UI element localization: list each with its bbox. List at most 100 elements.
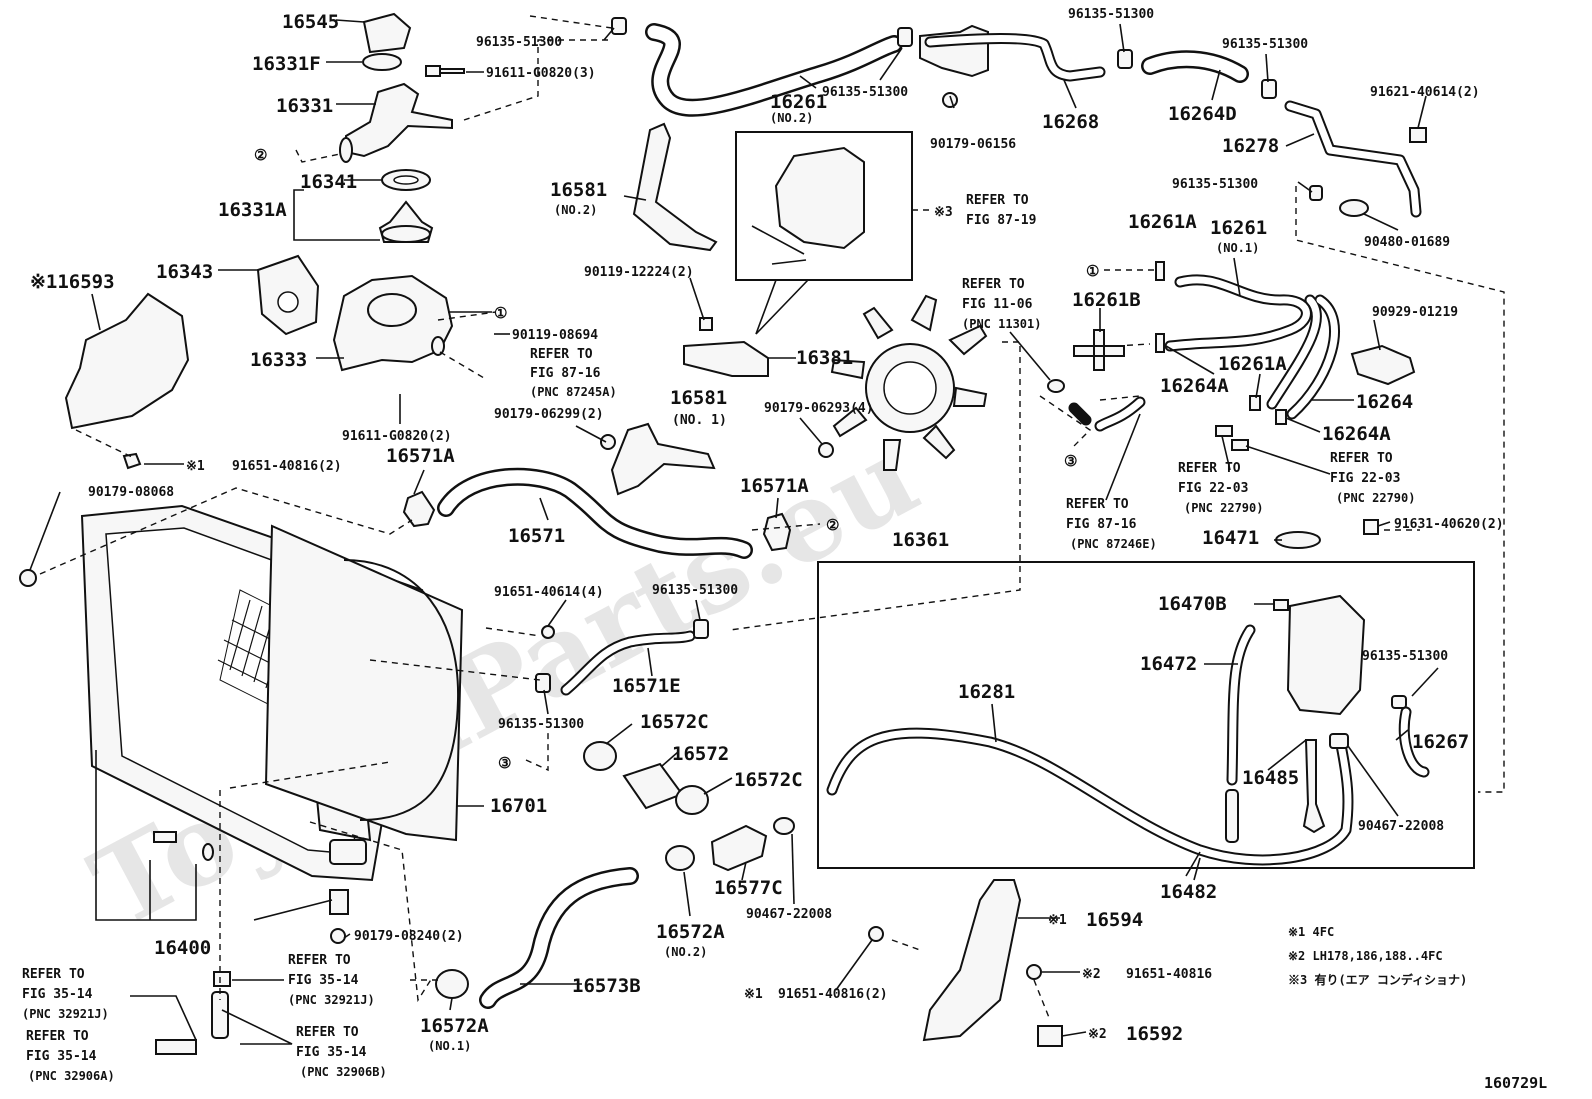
refer-35-14-j2-line1: REFER TO xyxy=(288,953,351,968)
bracket-16581-no2-shape xyxy=(632,122,718,252)
label-16264a-right: 16264A xyxy=(1322,423,1391,445)
clamp-16571a-right xyxy=(762,512,792,552)
cushion-90179-08240 xyxy=(329,889,349,915)
refer-87-16e-line3: (PNC 87246E) xyxy=(1070,537,1157,551)
circle-1-b: ① xyxy=(1086,262,1099,280)
clamp-90467-a xyxy=(1329,733,1349,749)
drain-cock-shape xyxy=(153,831,177,843)
bracket-16470b-shape xyxy=(1273,599,1289,611)
refer-35-14-a-line2: FIG 35-14 xyxy=(26,1049,97,1064)
label-96135-f: 96135-51300 xyxy=(652,583,738,598)
label-16572a-no2-sub: (NO.2) xyxy=(664,945,707,959)
dipstick-16485-shape xyxy=(1302,739,1326,834)
clamp-96135-f xyxy=(693,619,709,639)
refer-35-14-b-line3: (PNC 32906B) xyxy=(300,1065,387,1079)
reservoir-inset-box xyxy=(817,561,1475,869)
refer-35-14-j2-line2: FIG 35-14 xyxy=(288,973,359,988)
label-16581-no2: 16581 xyxy=(550,179,607,201)
label-90480-01689: 90480-01689 xyxy=(1364,235,1450,250)
label-16261-no1-sub: (NO.1) xyxy=(1216,241,1259,255)
label-16572a-no1-sub: (NO.1) xyxy=(428,1039,471,1053)
refer-87-16-line3: (PNC 87245A) xyxy=(530,385,617,399)
label-96135-b: 96135-51300 xyxy=(822,85,908,100)
label-90119-12224: 90119-12224(2) xyxy=(584,265,694,280)
label-16572a-no2: 16572A xyxy=(656,921,725,943)
refer-87-16e-line2: FIG 87-16 xyxy=(1066,517,1137,532)
label-116593: ※116593 xyxy=(30,271,115,293)
label-16331f: 16331F xyxy=(252,53,321,75)
label-16573b: 16573B xyxy=(572,975,641,997)
bolt-91651-c-shape xyxy=(868,926,884,942)
label-16331: 16331 xyxy=(276,95,333,117)
clamp-16261a-b xyxy=(1155,333,1165,353)
cap-16471-shape xyxy=(1275,531,1321,549)
circle-3-b: ③ xyxy=(498,754,511,772)
label-16572c-b: 16572C xyxy=(734,769,803,791)
refer-11-06-line1: REFER TO xyxy=(962,277,1025,292)
clamp-96135-e xyxy=(1309,185,1323,201)
compressor-bracket-shape xyxy=(774,146,865,250)
label-90467-b: 90467-22008 xyxy=(746,907,832,922)
mark-16592: ※2 xyxy=(1088,1027,1107,1042)
pin-22-03-a xyxy=(1215,425,1233,437)
figure-id: 160729L xyxy=(1484,1074,1547,1092)
label-16594: 16594 xyxy=(1086,909,1143,931)
label-16261b: 16261B xyxy=(1072,289,1141,311)
tube-32906b-shape xyxy=(211,991,229,1039)
refer-22-03a-line1: REFER TO xyxy=(1178,461,1241,476)
clamp-16572c-b xyxy=(675,785,709,815)
bracket-90929-shape xyxy=(1350,344,1416,386)
label-16267: 16267 xyxy=(1412,731,1469,753)
label-16264: 16264 xyxy=(1356,391,1413,413)
label-96135-d: 96135-51300 xyxy=(1222,37,1308,52)
refer-35-14-j1-line2: FIG 35-14 xyxy=(22,987,93,1002)
bracket-116593-shape xyxy=(64,292,190,430)
label-16545: 16545 xyxy=(282,11,339,33)
label-16571e: 16571E xyxy=(612,675,681,697)
label-91611-g0820-3: 91611-G0820(3) xyxy=(486,66,596,81)
clamp-16572c-a xyxy=(583,741,617,771)
circle-2-b: ② xyxy=(826,516,839,534)
clamp-96135-d xyxy=(1261,79,1277,99)
refer-11-06-line2: FIG 11-06 xyxy=(962,297,1033,312)
label-16341: 16341 xyxy=(300,171,357,193)
refer-22-03a-line3: (PNC 22790) xyxy=(1184,501,1263,515)
nut-90179-06299-shape xyxy=(600,434,616,450)
hose-16281 xyxy=(826,727,1354,866)
clamp-16572a-no1 xyxy=(435,969,469,999)
bolt-90119-12224-shape xyxy=(699,317,713,331)
label-96135-c: 96135-51300 xyxy=(1068,7,1154,22)
label-16331a: 16331A xyxy=(218,199,287,221)
label-16572a-no1: 16572A xyxy=(420,1015,489,1037)
clamp-16261a-c xyxy=(1249,395,1261,411)
mark-refer-87-19: ※3 xyxy=(934,205,953,220)
label-16261-no1: 16261 xyxy=(1210,217,1267,239)
label-90179-08068: 90179-08068 xyxy=(88,485,174,500)
label-90179-06156: 90179-06156 xyxy=(930,137,1016,152)
shroud-16701-shape xyxy=(264,524,464,842)
hose-32906a-shape xyxy=(155,1039,197,1055)
nut-90179-08240-shape xyxy=(330,928,346,944)
bolt-91651-40614-shape xyxy=(541,625,555,639)
label-16268: 16268 xyxy=(1042,111,1099,133)
bracket-16592-shape xyxy=(1037,1025,1063,1047)
label-16581-no1: 16581 xyxy=(670,387,727,409)
label-16261a-top: 16261A xyxy=(1128,211,1197,233)
refer-22-03b-line3: (PNC 22790) xyxy=(1336,491,1415,505)
label-16571a-left: 16571A xyxy=(386,445,455,467)
thermostat-base-shape xyxy=(381,225,431,243)
refer-22-03b-line1: REFER TO xyxy=(1330,451,1393,466)
tee-16261b-shape xyxy=(1073,329,1125,371)
label-16264d: 16264D xyxy=(1168,103,1237,125)
footnote-3: ※3 有り(エア コンディショナ) xyxy=(1288,972,1467,987)
label-16343: 16343 xyxy=(156,261,213,283)
mark-16594: ※1 xyxy=(1048,913,1067,928)
plug-32921j-shape xyxy=(213,971,231,987)
refer-87-16-line2: FIG 87-16 xyxy=(530,366,601,381)
tube-16472-bottom xyxy=(1225,789,1239,843)
label-16571: 16571 xyxy=(508,525,565,547)
bracket-bolt-a xyxy=(751,225,805,255)
plug-90480-shape xyxy=(1339,199,1369,217)
mark-91651-a: ※1 xyxy=(186,459,205,474)
